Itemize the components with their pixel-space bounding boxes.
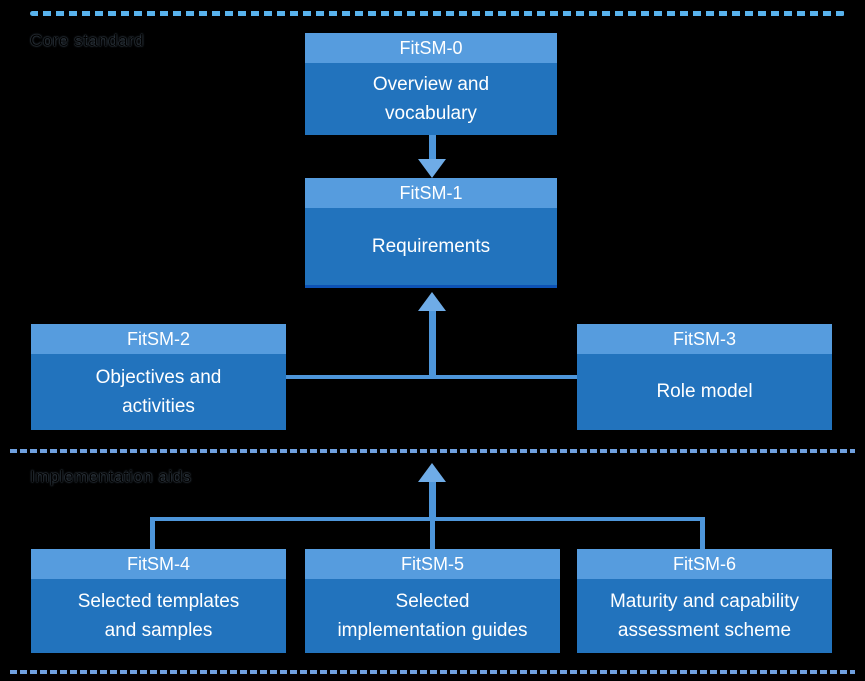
box-fitsm-2-body: Objectives and activities xyxy=(31,354,286,430)
middle-dashed-divider xyxy=(10,449,855,453)
connector-drop-fitsm6 xyxy=(700,517,705,549)
top-dashed-divider xyxy=(30,11,845,16)
box-fitsm-0-body: Overview and vocabulary xyxy=(305,63,557,135)
box-fitsm-6-title: FitSM-6 xyxy=(577,549,832,579)
core-standard-section-label: Core standard xyxy=(30,31,145,50)
box-fitsm-6-body: Maturity and capability assessment schem… xyxy=(577,579,832,653)
box-fitsm-1-title: FitSM-1 xyxy=(305,178,557,208)
connector-fitsm4-5-6-bracket xyxy=(150,517,705,521)
box-fitsm-1: FitSM-1 Requirements xyxy=(305,178,557,288)
box-fitsm-4-body: Selected templates and samples xyxy=(31,579,286,653)
box-fitsm-5: FitSM-5 Selected implementation guides xyxy=(305,549,560,653)
box-fitsm-3-title: FitSM-3 xyxy=(577,324,832,354)
arrow-fitsm0-to-fitsm1-shaft xyxy=(429,135,436,162)
box-fitsm-4: FitSM-4 Selected templates and samples xyxy=(31,549,286,653)
connector-fitsm2-fitsm3 xyxy=(286,375,578,379)
bottom-dashed-divider xyxy=(10,670,855,674)
arrow-implementation-aids-shaft xyxy=(429,479,436,519)
connector-drop-fitsm5 xyxy=(430,521,435,549)
box-fitsm-1-body: Requirements xyxy=(305,208,557,285)
box-fitsm-5-body: Selected implementation guides xyxy=(305,579,560,653)
arrow-up-icon xyxy=(418,292,446,311)
arrow-to-fitsm1-shaft xyxy=(429,308,436,377)
box-fitsm-0: FitSM-0 Overview and vocabulary xyxy=(305,33,557,135)
box-fitsm-2-title: FitSM-2 xyxy=(31,324,286,354)
arrow-down-icon xyxy=(418,159,446,178)
box-fitsm-3: FitSM-3 Role model xyxy=(577,324,832,430)
box-fitsm-0-title: FitSM-0 xyxy=(305,33,557,63)
box-fitsm-6: FitSM-6 Maturity and capability assessme… xyxy=(577,549,832,653)
connector-drop-fitsm4 xyxy=(150,517,155,549)
box-fitsm-3-body: Role model xyxy=(577,354,832,430)
box-fitsm-5-title: FitSM-5 xyxy=(305,549,560,579)
box-fitsm-2: FitSM-2 Objectives and activities xyxy=(31,324,286,430)
implementation-aids-section-label: Implementation aids xyxy=(30,467,192,486)
arrow-up-icon xyxy=(418,463,446,482)
box-fitsm-4-title: FitSM-4 xyxy=(31,549,286,579)
